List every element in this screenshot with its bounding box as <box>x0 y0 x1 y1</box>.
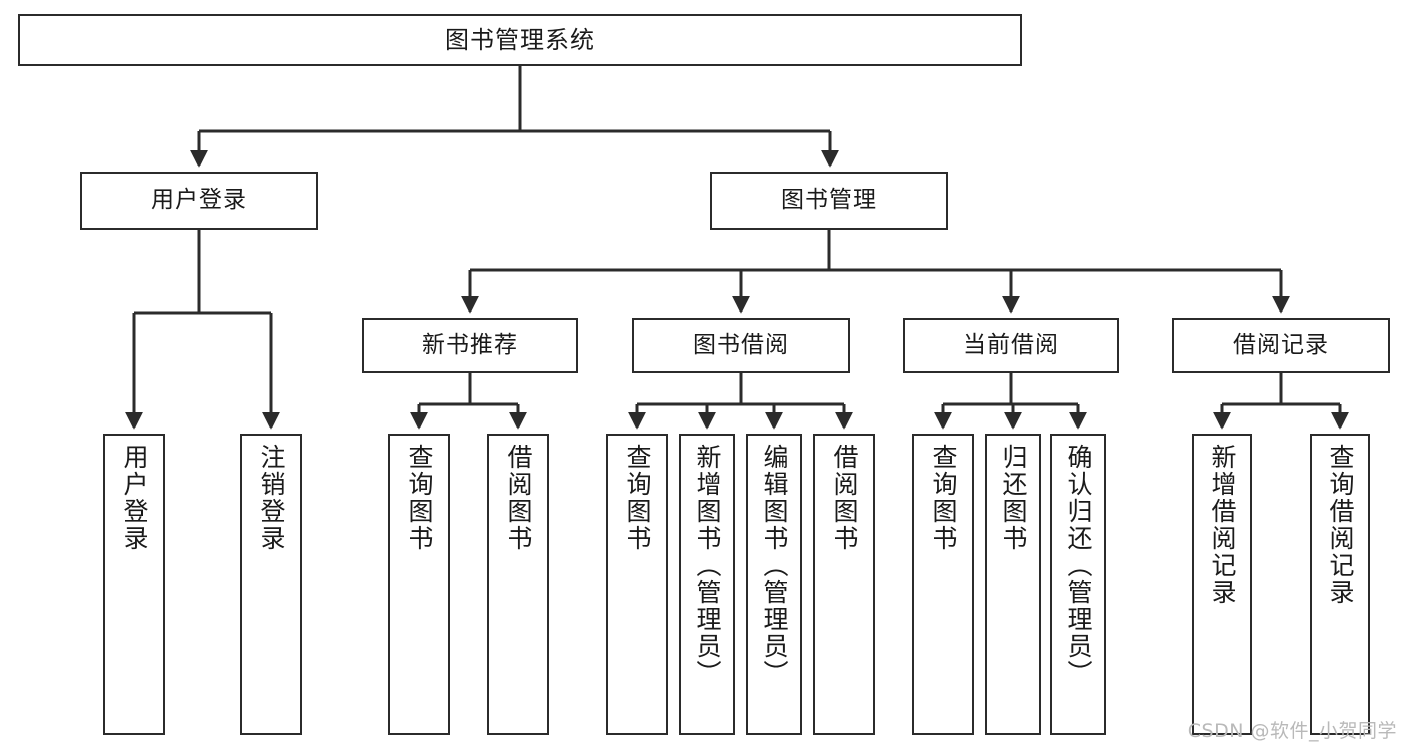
node-book-borrow[interactable]: 图书借阅 <box>632 318 850 373</box>
node-leaf-user-logout-label: 注销登录 <box>257 444 286 552</box>
node-borrow-record-label: 借阅记录 <box>1233 331 1329 358</box>
node-leaf-bb-borrow[interactable]: 借阅图书 <box>813 434 875 735</box>
node-leaf-br-add[interactable]: 新增借阅记录 <box>1192 434 1252 735</box>
node-leaf-cb-confirm-return[interactable]: 确认归还（管理员） <box>1050 434 1106 735</box>
node-leaf-cb-query-label: 查询图书 <box>929 444 958 552</box>
node-leaf-bb-query[interactable]: 查询图书 <box>606 434 668 735</box>
node-leaf-bb-add-label: 新增图书（管理员） <box>693 444 722 687</box>
node-leaf-bb-add[interactable]: 新增图书（管理员） <box>679 434 735 735</box>
node-leaf-bb-edit-label: 编辑图书（管理员） <box>760 444 789 687</box>
node-leaf-nbr-query-label: 查询图书 <box>405 444 434 552</box>
node-borrow-record[interactable]: 借阅记录 <box>1172 318 1390 373</box>
node-leaf-user-login-label: 用户登录 <box>120 444 149 552</box>
csdn-watermark: CSDN @软件_小贺同学 <box>1187 720 1397 742</box>
node-leaf-cb-return-label: 归还图书 <box>999 444 1028 552</box>
node-root[interactable]: 图书管理系统 <box>18 14 1022 66</box>
node-leaf-bb-query-label: 查询图书 <box>623 444 652 552</box>
node-user-login[interactable]: 用户登录 <box>80 172 318 230</box>
node-leaf-br-query[interactable]: 查询借阅记录 <box>1310 434 1370 735</box>
node-leaf-nbr-borrow-label: 借阅图书 <box>504 444 533 552</box>
node-leaf-nbr-query[interactable]: 查询图书 <box>388 434 450 735</box>
node-root-label: 图书管理系统 <box>445 25 595 54</box>
node-book-manage[interactable]: 图书管理 <box>710 172 948 230</box>
node-book-manage-label: 图书管理 <box>781 187 877 214</box>
node-leaf-cb-query[interactable]: 查询图书 <box>912 434 974 735</box>
node-current-borrow[interactable]: 当前借阅 <box>903 318 1119 373</box>
node-leaf-br-query-label: 查询借阅记录 <box>1326 444 1355 606</box>
node-leaf-user-login[interactable]: 用户登录 <box>103 434 165 735</box>
node-new-book-recommend[interactable]: 新书推荐 <box>362 318 578 373</box>
node-leaf-bb-edit[interactable]: 编辑图书（管理员） <box>746 434 802 735</box>
node-book-borrow-label: 图书借阅 <box>693 331 789 358</box>
node-leaf-user-logout[interactable]: 注销登录 <box>240 434 302 735</box>
node-leaf-cb-confirm-return-label: 确认归还（管理员） <box>1064 444 1093 687</box>
node-leaf-cb-return[interactable]: 归还图书 <box>985 434 1041 735</box>
node-leaf-bb-borrow-label: 借阅图书 <box>830 444 859 552</box>
node-current-borrow-label: 当前借阅 <box>963 331 1059 358</box>
node-leaf-br-add-label: 新增借阅记录 <box>1208 444 1237 606</box>
node-new-book-recommend-label: 新书推荐 <box>422 331 518 358</box>
node-leaf-nbr-borrow[interactable]: 借阅图书 <box>487 434 549 735</box>
node-user-login-label: 用户登录 <box>151 187 247 214</box>
